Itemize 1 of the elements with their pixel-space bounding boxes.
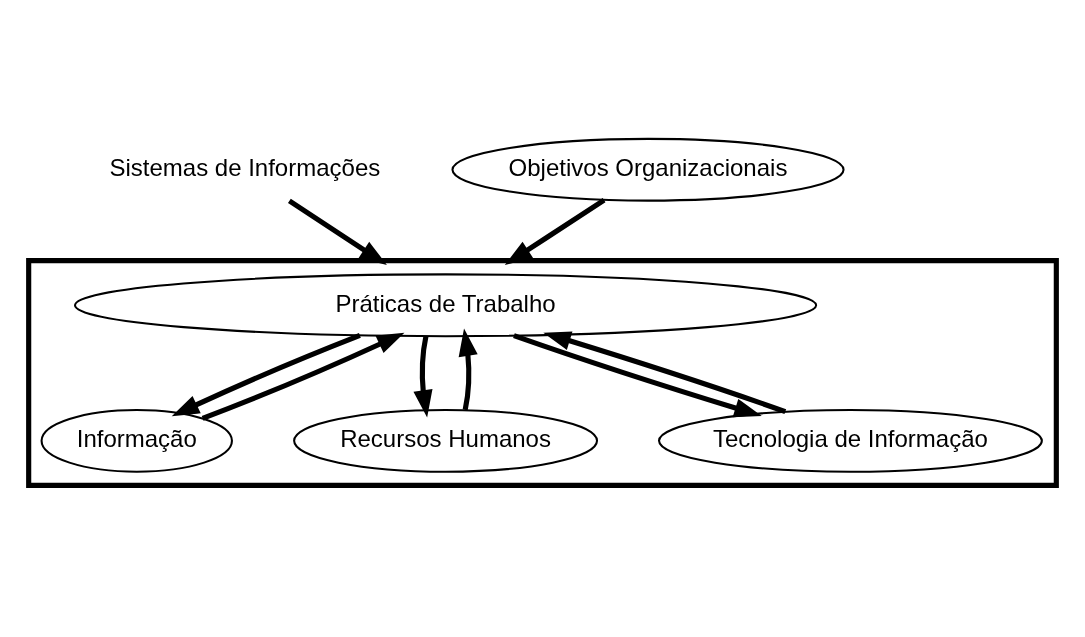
- node-text: Sistemas de Informações: [109, 153, 381, 181]
